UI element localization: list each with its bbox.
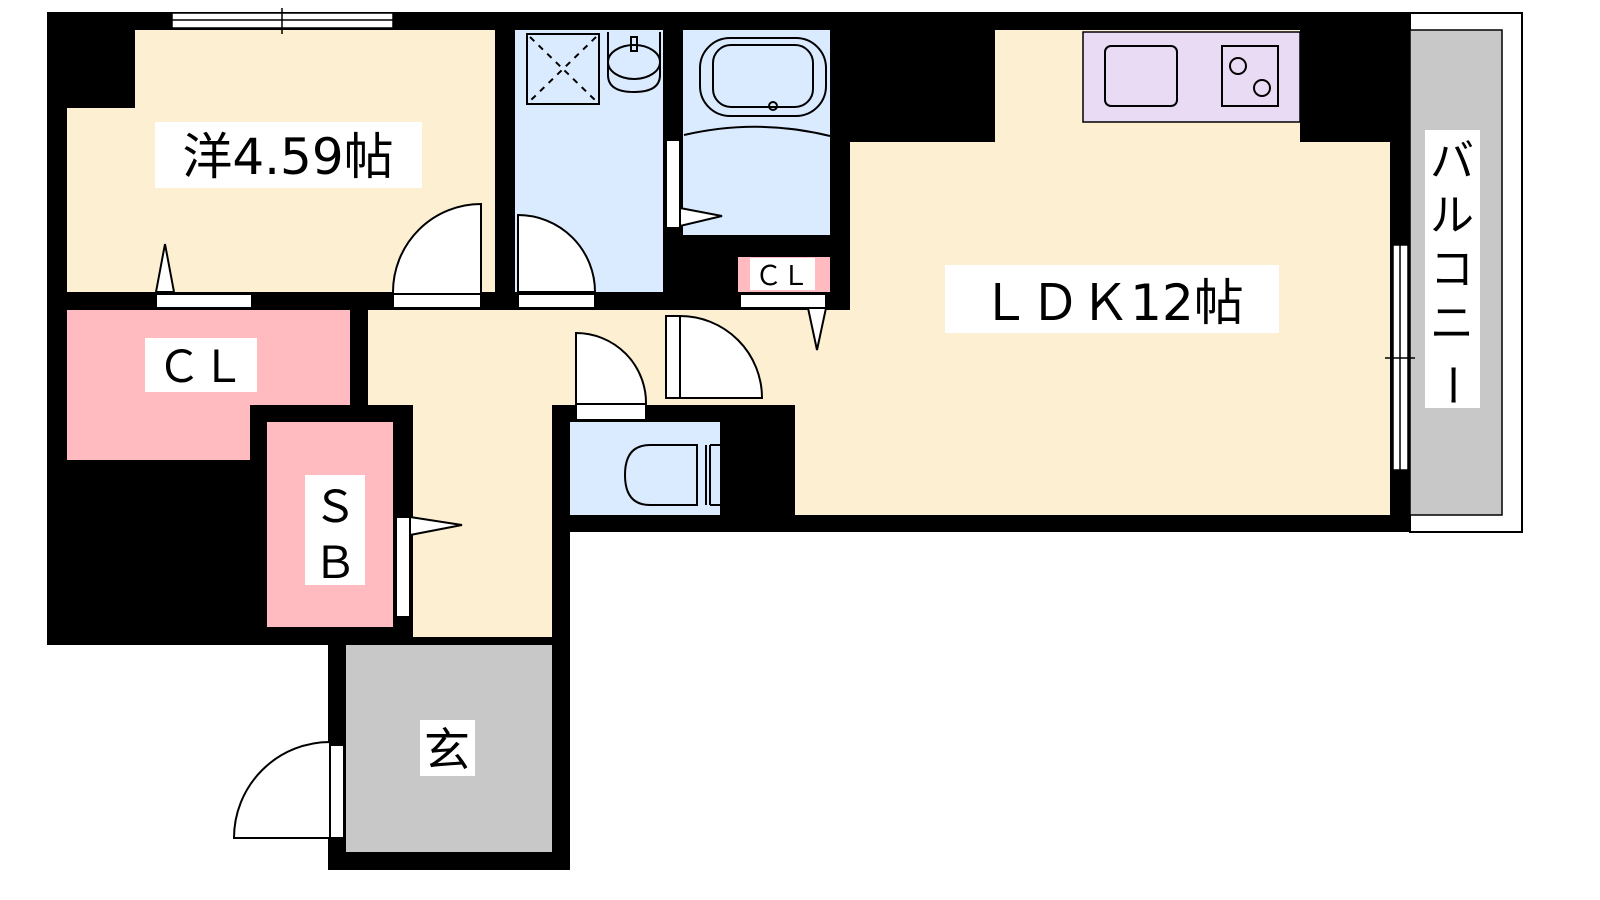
window-balcony (1385, 244, 1415, 471)
label-entrance: 玄 (424, 723, 470, 777)
washbasin-icon (607, 32, 661, 94)
label-closet-small: ＣＬ (755, 261, 809, 292)
door-washroom (517, 213, 597, 293)
label-balcony: バ ル コ ニ ー (1426, 136, 1477, 407)
stove-icon (1221, 45, 1279, 107)
kitchen-counter (1082, 31, 1301, 123)
label-storage-s: Ｓ (313, 482, 357, 533)
window-top (171, 8, 394, 34)
svg-text:ル: ル (1430, 190, 1474, 241)
label-ldk: ＬＤＫ12帖 (980, 274, 1244, 332)
door-front (232, 740, 331, 839)
bathroom (683, 30, 830, 235)
door-ldk (665, 315, 681, 399)
door-western-room (392, 202, 482, 295)
label-western-room: 洋4.59帖 (182, 128, 393, 186)
door-bathroom (665, 139, 681, 229)
svg-text:ー: ー (1426, 363, 1477, 407)
shower-drain-icon (526, 33, 600, 105)
door-toilet (575, 331, 648, 405)
bathtub-icon (683, 37, 831, 137)
toilet-icon (623, 444, 720, 506)
label-closet-large: ＣＬ (157, 342, 245, 393)
doors (154, 139, 828, 839)
sink-icon (1104, 45, 1178, 107)
door-storage (395, 516, 411, 618)
svg-text:コ: コ (1430, 244, 1474, 295)
label-storage-b: Ｂ (313, 538, 357, 589)
svg-text:ニ: ニ (1430, 298, 1474, 349)
toilet-room (570, 422, 720, 515)
svg-text:バ: バ (1430, 136, 1474, 187)
